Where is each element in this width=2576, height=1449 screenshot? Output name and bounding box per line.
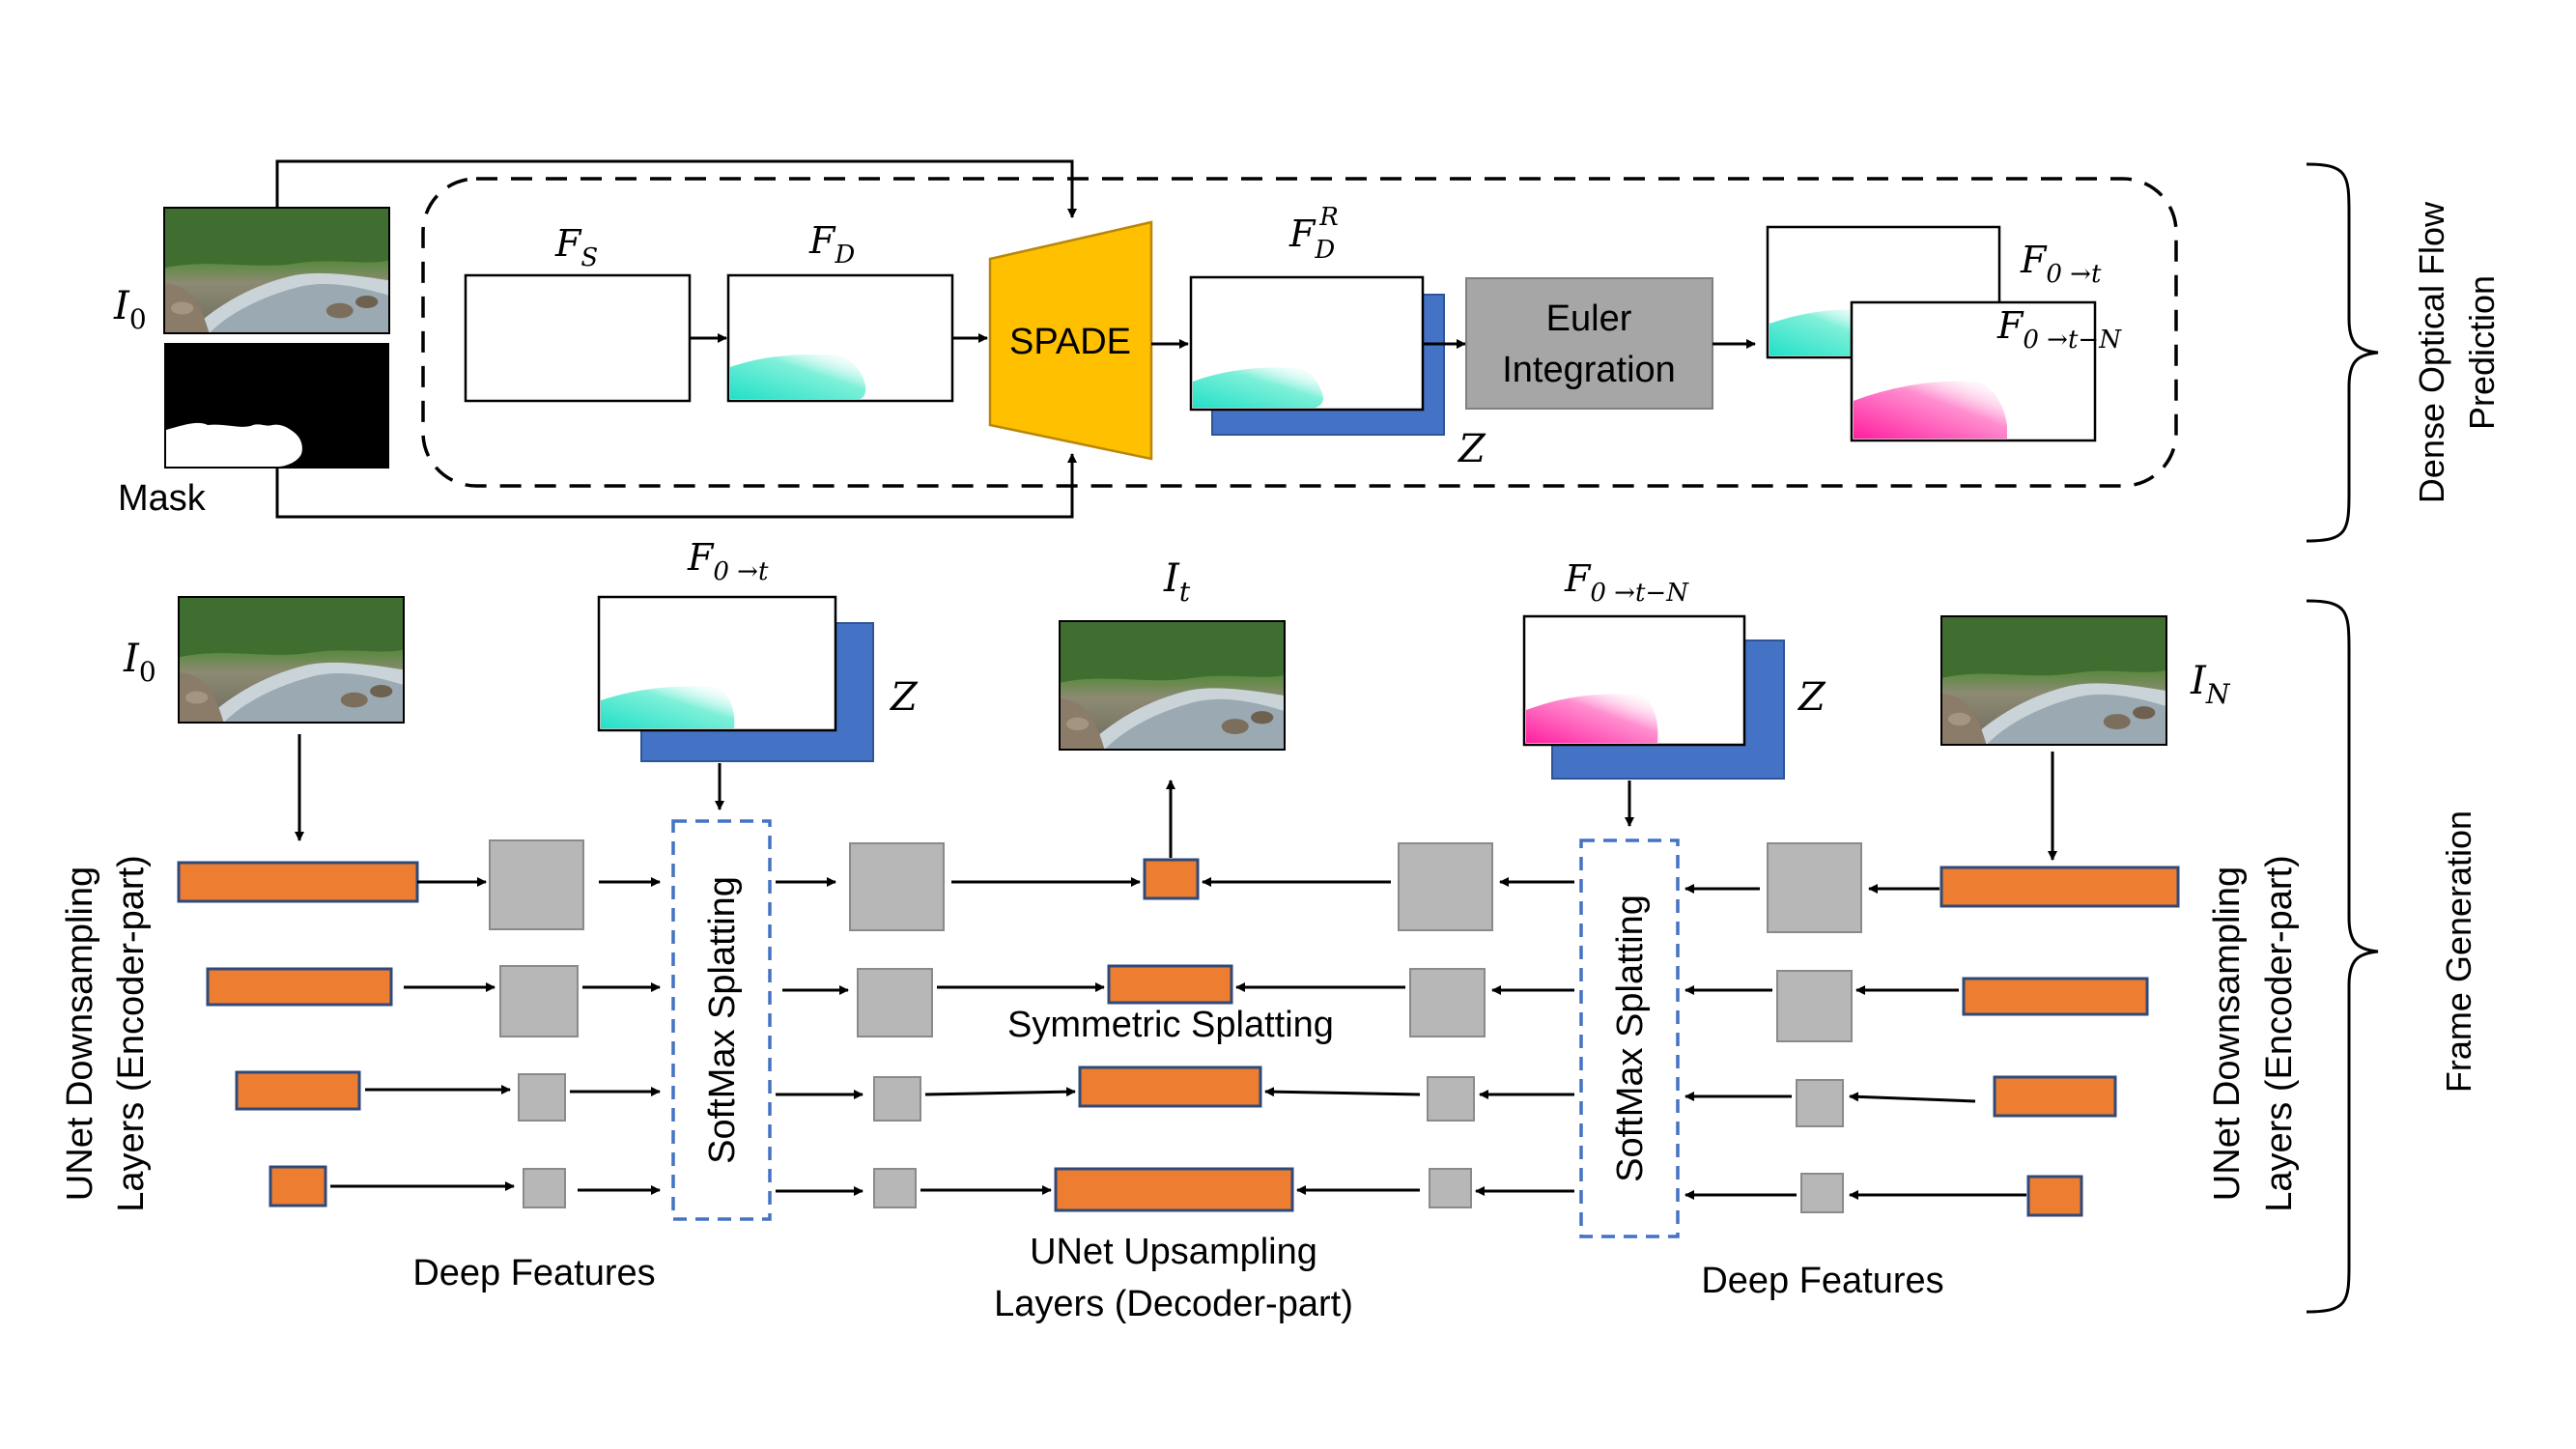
left-warped-feature-3 [873, 1076, 921, 1122]
left-encoder-bar-1 [177, 861, 419, 903]
it-label: It [1163, 556, 1191, 608]
flow-module-boundary [421, 177, 2178, 488]
upsampling-label-line2: Layers (Decoder-part) [994, 1284, 1353, 1324]
fs-box [464, 273, 692, 403]
flow-z-label: Z [1457, 427, 1486, 471]
rw3-arrow [1264, 1087, 1421, 1097]
right-encoder-bar-1 [1939, 866, 2180, 908]
fd-label: FD [808, 219, 855, 270]
right-deep-feature-4 [1800, 1173, 1844, 1213]
euler-integration-block [1465, 277, 1713, 410]
left-encoder-label-line1: UNet Downsampling [60, 867, 100, 1201]
euler-label-line2: Integration [1502, 350, 1676, 390]
left-warped-feature-2 [857, 968, 933, 1037]
lw3-arrow [924, 1087, 1076, 1097]
right-deep-feature-2 [1776, 970, 1853, 1042]
out-f0t-label: F0 →t [2020, 239, 2102, 289]
softmax-splatting-left-label: SoftMax Splatting [702, 876, 743, 1164]
right-deep-feature-3 [1796, 1079, 1844, 1127]
left-deep-feature-1 [489, 839, 584, 930]
frame-brace [2306, 599, 2379, 1314]
mask-image [164, 343, 389, 469]
fs-label: FS [554, 222, 598, 272]
f0t-label: F0 →t [687, 536, 769, 586]
i0-label: I0 [123, 637, 156, 688]
z-right-label: Z [1797, 675, 1826, 720]
left-encoder-bar-2 [206, 967, 393, 1007]
right-warped-feature-2 [1409, 968, 1486, 1037]
deep-features-right-label: Deep Features [1701, 1261, 1943, 1301]
fd-flow-fill [730, 354, 866, 399]
dense-flow-section: I0 Mask FS FD SPADE FDR Z Euler Integrat… [113, 159, 2502, 543]
left-warped-feature-4 [873, 1168, 917, 1208]
spade-label: SPADE [1009, 322, 1131, 362]
right-encoder-bar-2 [1962, 977, 2149, 1016]
right-warped-feature-1 [1398, 842, 1493, 931]
z-left-label: Z [889, 675, 919, 720]
flow-brace-label-line1: Dense Optical Flow [2412, 201, 2451, 503]
frame-brace-label: Frame Generation [2439, 810, 2478, 1093]
left-encoder-bar-3 [235, 1070, 361, 1111]
symmetric-splatting-label: Symmetric Splatting [1007, 1005, 1334, 1045]
left-warped-feature-1 [849, 842, 945, 931]
in-label: IN [2190, 659, 2231, 710]
right-deep-feature-1 [1767, 842, 1862, 933]
frame-generation-section: I0 F0 →t Z It F0 →t−N Z IN [60, 536, 2478, 1324]
i0-image-thumb [179, 597, 404, 723]
softmax-splatting-right [1579, 838, 1680, 1238]
decoder-bar-1 [1143, 858, 1200, 900]
flow-brace-label-line2: Prediction [2462, 275, 2502, 430]
flow-brace [2306, 162, 2379, 543]
softmax-splatting-right-label: SoftMax Splatting [1610, 895, 1651, 1182]
fdr-label: FDR [1288, 203, 1339, 265]
deep-features-left-label: Deep Features [412, 1253, 655, 1293]
decoder-bar-4 [1054, 1167, 1294, 1212]
left-encoder-label-line2: Layers (Encoder-part) [111, 855, 152, 1212]
spade-block [988, 220, 1153, 461]
it-image-thumb [1060, 621, 1285, 750]
upsampling-label-line1: UNet Upsampling [1030, 1232, 1317, 1272]
right-encoder-bar-3 [1993, 1075, 2117, 1118]
out-f0tn-label: F0 →t−N [1996, 304, 2122, 355]
image-to-spade-line [275, 159, 1077, 218]
right-encoder-label-line2: Layers (Encoder-part) [2259, 855, 2300, 1212]
out-f0tn-flow-fill [1854, 381, 2007, 439]
right-encoder-bar-4 [2026, 1175, 2083, 1217]
left-deep-feature-2 [499, 965, 579, 1037]
decoder-bar-2 [1107, 964, 1233, 1005]
left-deep-feature-4 [523, 1168, 566, 1208]
right-warped-feature-4 [1429, 1168, 1472, 1208]
mask-to-spade-line [275, 453, 1077, 519]
softmax-splatting-left [671, 819, 772, 1221]
re3-arrow [1849, 1092, 1976, 1103]
right-encoder-label-line1: UNet Downsampling [2207, 867, 2248, 1201]
f0tn-label: F0 →t−N [1564, 557, 1689, 608]
fdr-flow-fill [1193, 367, 1323, 408]
euler-label-line1: Euler [1546, 298, 1632, 339]
f0t-flow-fill [601, 686, 735, 728]
f0tn-flow-fill [1526, 694, 1658, 743]
decoder-bar-3 [1078, 1065, 1262, 1108]
left-deep-feature-3 [518, 1073, 566, 1122]
left-encoder-bar-4 [269, 1165, 327, 1208]
input-image-thumb [164, 208, 389, 333]
in-image-thumb [1941, 616, 2166, 745]
mask-label: Mask [118, 478, 207, 519]
input-image-label: I0 [113, 284, 147, 335]
right-warped-feature-3 [1427, 1076, 1475, 1122]
